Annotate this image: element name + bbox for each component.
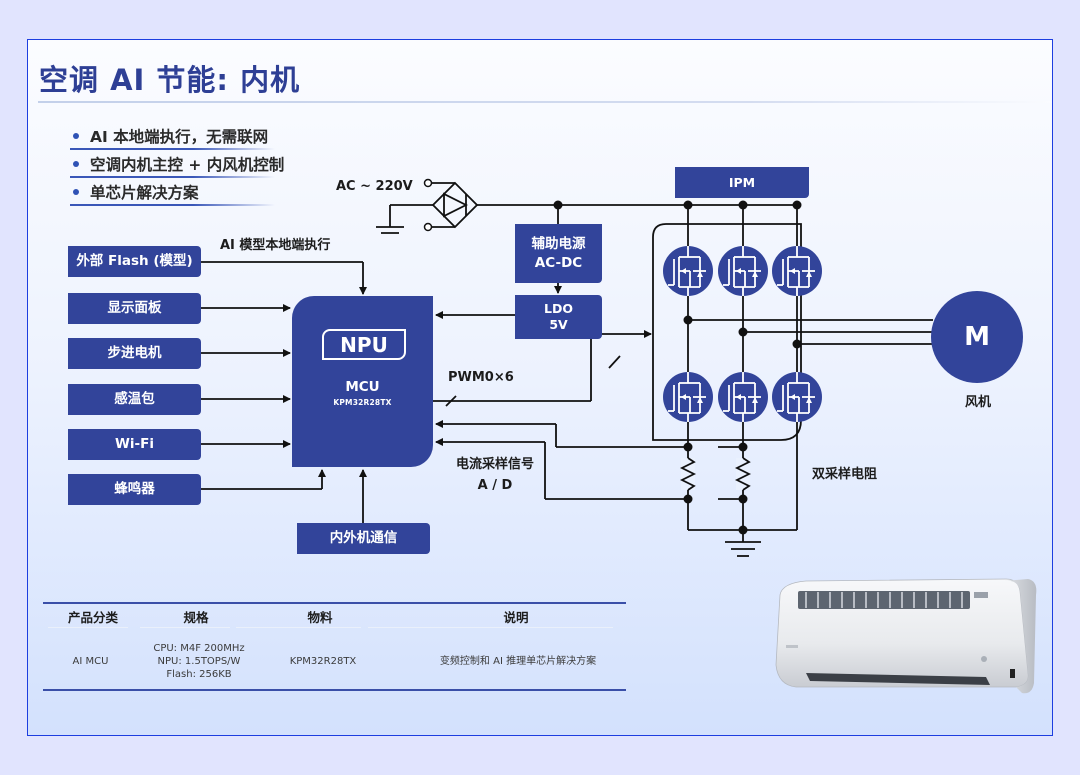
title-divider: [38, 101, 1052, 103]
label-ai-local: AI 模型本地端执行: [220, 238, 331, 253]
block-temp-sensor: 感温包: [68, 384, 201, 415]
block-wifi: Wi-Fi: [68, 429, 201, 460]
air-conditioner-image: [775, 578, 1037, 694]
mosfet-icon: [717, 371, 769, 423]
mosfet-icon: [662, 371, 714, 423]
circuit-wiring: [201, 178, 933, 557]
mosfet-icon: [717, 245, 769, 297]
block-buzzer: 蜂鸣器: [68, 474, 201, 505]
label-ac-input: AC ~ 220V: [336, 179, 413, 194]
fan-motor-icon: M: [931, 291, 1023, 383]
bullet-dot-icon: [73, 161, 79, 167]
block-ldo: LDO 5V: [515, 295, 602, 339]
cell-part: KPM32R28TX: [289, 656, 357, 667]
mosfet-icon: [771, 371, 823, 423]
block-ipm: IPM: [675, 167, 809, 198]
table-header: 产品分类: [67, 610, 118, 625]
mcu-label: MCU: [345, 379, 380, 395]
npu-badge: NPU: [322, 329, 406, 360]
block-indoor-outdoor-comm: 内外机通信: [297, 523, 430, 554]
mcu-part-number: KPM32R28TX: [333, 398, 392, 407]
shunt-resistor-1: [679, 457, 697, 491]
feature-item: AI 本地端执行，无需联网: [70, 124, 275, 152]
table-header: 说明: [503, 610, 529, 625]
label-dual-shunt: 双采样电阻: [812, 467, 878, 482]
shunt-resistor-2: [734, 457, 752, 491]
cell-spec: CPU: M4F 200MHz NPU: 1.5TOPS/W Flash: 25…: [153, 643, 245, 680]
page-title: 空调 AI 节能: 内机: [39, 63, 301, 97]
feature-item: 单芯片解决方案: [70, 180, 275, 208]
block-aux-power: 辅助电源 AC-DC: [515, 224, 602, 283]
ac-terminal-icon: [423, 178, 433, 188]
mosfet-icon: [662, 245, 714, 297]
label-current-sample: 电流采样信号 A / D: [455, 457, 534, 493]
mcu-block: NPU MCU KPM32R28TX: [292, 296, 433, 467]
mosfet-icon: [771, 245, 823, 297]
label-pwm: PWM0×6: [448, 370, 514, 385]
bullet-dot-icon: [73, 133, 79, 139]
ac-terminal-icon: [423, 222, 433, 232]
slide: 空调 AI 节能: 内机 AI 本地端执行，无需联网 空调内机主控 + 内风机控…: [27, 39, 1053, 736]
block-stepper-motor: 步进电机: [68, 338, 201, 369]
table-header: 规格: [183, 610, 209, 625]
feature-item: 空调内机主控 + 内风机控制: [70, 152, 284, 180]
block-display-panel: 显示面板: [68, 293, 201, 324]
cell-description: 变频控制和 AI 推理单芯片解决方案: [439, 656, 597, 667]
table-header: 物料: [307, 610, 333, 625]
bullet-dot-icon: [73, 189, 79, 195]
cell-category: AI MCU: [72, 656, 109, 667]
block-external-flash: 外部 Flash (模型): [68, 246, 201, 277]
label-fan: 风机: [965, 395, 992, 410]
feature-list: AI 本地端执行，无需联网 空调内机主控 + 内风机控制 单芯片解决方案: [70, 124, 284, 208]
